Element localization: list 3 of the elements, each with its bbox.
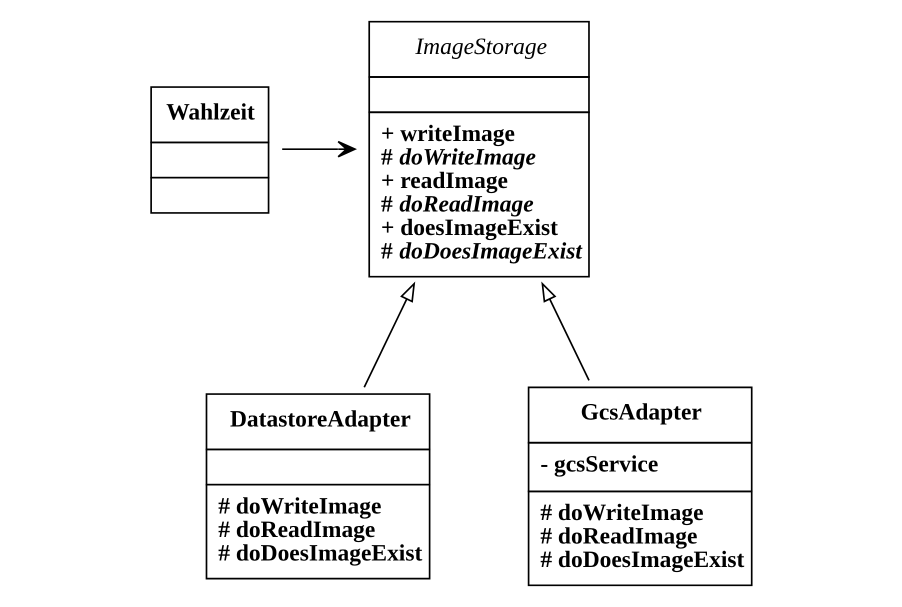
- arrow: [541, 281, 590, 381]
- arrow: [282, 140, 356, 158]
- arrow: [363, 282, 416, 388]
